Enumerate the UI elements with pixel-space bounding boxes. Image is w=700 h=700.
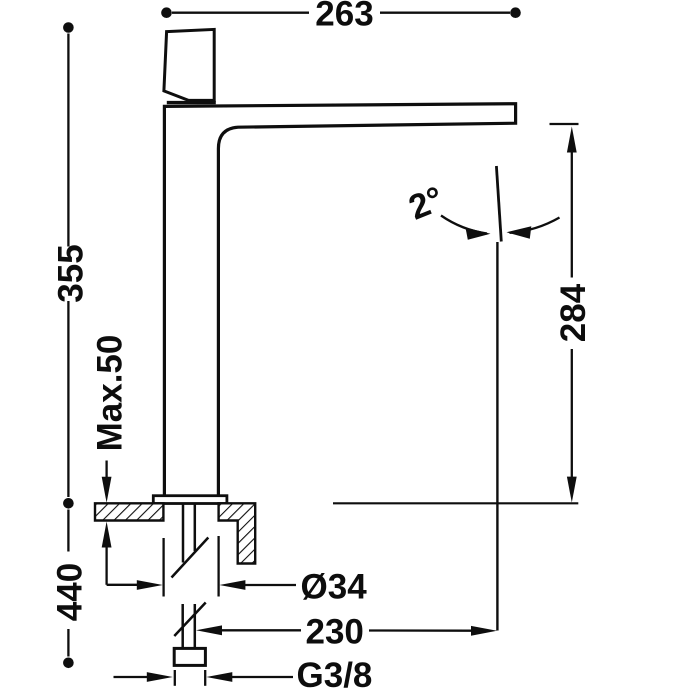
dim-spout-reach: 230 [196,613,497,652]
handle-outline [162,27,216,102]
threaded-shank [170,504,210,667]
dim-endpoint-dot [161,7,172,18]
arrowhead-right [465,227,491,240]
shank-break-line-lower [173,601,207,637]
faucet-body-outline [162,102,518,496]
faucet-body [162,102,518,496]
shank-break-line-upper [170,536,210,579]
flange-outline [151,494,229,505]
dim-connection-thread: G3/8 [113,656,373,695]
countertop-section [93,502,579,565]
arrowhead-right [136,580,163,590]
dim-endpoint-dot [63,498,74,509]
countertop-right-section [217,502,257,565]
arrowhead-right [146,672,173,682]
dim-endpoint-dot [63,22,74,33]
arrowhead-left [219,580,246,590]
dim-endpoint-dot [510,7,521,18]
arrowhead-left [196,625,222,636]
angle-slanted-line [495,165,503,242]
faucet-handle [162,27,216,105]
arrowhead-down [566,476,577,503]
dim-label-max-deck-thickness: Max.50 [91,335,130,452]
dim-spout-outlet-height: 284 [549,122,593,503]
dim-label-hole-diameter: Ø34 [301,568,368,607]
dim-spout-angle: 2° [403,165,561,631]
arrowhead-right [471,625,497,636]
supply-connector-nut [172,646,207,667]
arrowhead-up [566,126,577,153]
arrowhead-up [101,521,112,548]
dim-total-height: 440 [51,509,90,669]
arrowhead-left [506,226,532,239]
dim-max-deck-thickness: Max.50 [91,335,130,585]
dim-label-height-above-deck: 355 [52,244,91,302]
dim-height-above-deck: 355 [52,22,91,509]
dim-endpoint-dot [63,657,74,669]
angle-arc-left [440,214,488,235]
dim-hole-diameter: Ø34 [106,536,368,607]
dim-label-spout-reach: 230 [306,613,364,652]
dim-label-spout-angle: 2° [403,179,449,228]
dim-label-spout-outlet-height: 284 [554,283,593,342]
dim-label-total-height: 440 [51,563,90,621]
mounting-flange [151,494,229,505]
arrowhead-down [101,476,112,503]
dim-label-connection-thread: G3/8 [297,656,373,695]
arrowhead-left [206,672,233,682]
dim-top-width: 263 [161,0,521,34]
dim-label-top-width: 263 [315,0,373,34]
countertop-left-section [93,502,165,522]
